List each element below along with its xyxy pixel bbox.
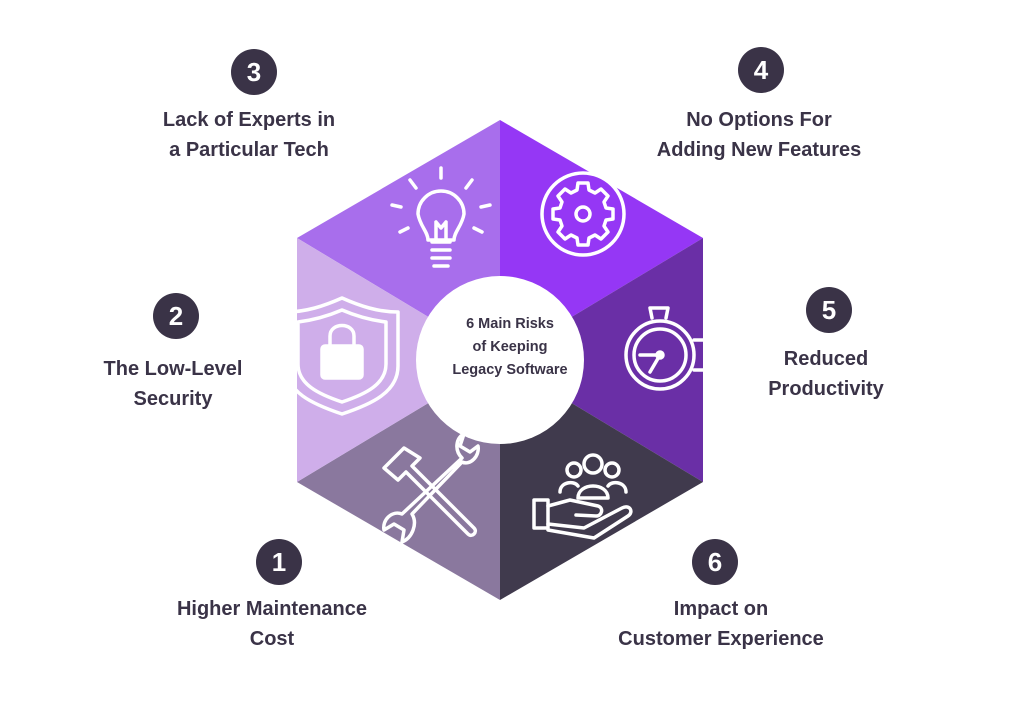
badge-1: 1 [256, 539, 302, 585]
badge-2: 2 [153, 293, 199, 339]
risk-label-5-line-2: Productivity [768, 378, 884, 400]
center-circle [416, 276, 584, 444]
badge-6: 6 [692, 539, 738, 585]
center-title-line-1: 6 Main Risks [466, 316, 554, 332]
center-title: 6 Main Risks of Keeping Legacy Software [440, 313, 580, 382]
clock-gear-icon [624, 306, 714, 391]
segment-5 [500, 238, 703, 482]
risk-label-6-line-1: Impact on [673, 598, 769, 620]
risk-label-6-line-2: Customer Experience [618, 628, 824, 650]
lightbulb-icon [390, 166, 492, 268]
risk-label-3-line-1: Lack of Experts in [162, 109, 336, 131]
risk-label-4-line-1: No Options For [686, 109, 832, 131]
risk-label-4-line-2: Adding New Features [656, 139, 862, 161]
risk-label-2: The Low-Level Security [23, 354, 323, 414]
risk-label-4: No Options For Adding New Features [609, 105, 909, 165]
risk-label-1-line-2: Cost [249, 628, 295, 650]
risk-label-5-line-1: Reduced [783, 348, 869, 370]
risk-label-1: Higher Maintenance Cost [122, 594, 422, 654]
risk-label-1-line-1: Higher Maintenance [176, 598, 368, 620]
risk-label-5: Reduced Productivity [676, 344, 976, 404]
center-title-line-3: Legacy Software [452, 362, 568, 378]
risk-label-2-line-1: The Low-Level [103, 358, 243, 380]
badge-5: 5 [806, 287, 852, 333]
hand-people-icon [532, 453, 633, 540]
badge-4: 4 [738, 47, 784, 93]
risk-label-3-line-2: a Particular Tech [169, 139, 329, 161]
risk-label-3: Lack of Experts in a Particular Tech [99, 105, 399, 165]
tools-icon [382, 432, 480, 544]
risk-label-6: Impact on Customer Experience [571, 594, 871, 654]
gear-icon [540, 171, 626, 257]
badge-3: 3 [231, 49, 277, 95]
shield-lock-icon [284, 296, 400, 416]
center-title-line-2: of Keeping [472, 339, 548, 355]
risk-label-2-line-2: Security [133, 388, 213, 410]
